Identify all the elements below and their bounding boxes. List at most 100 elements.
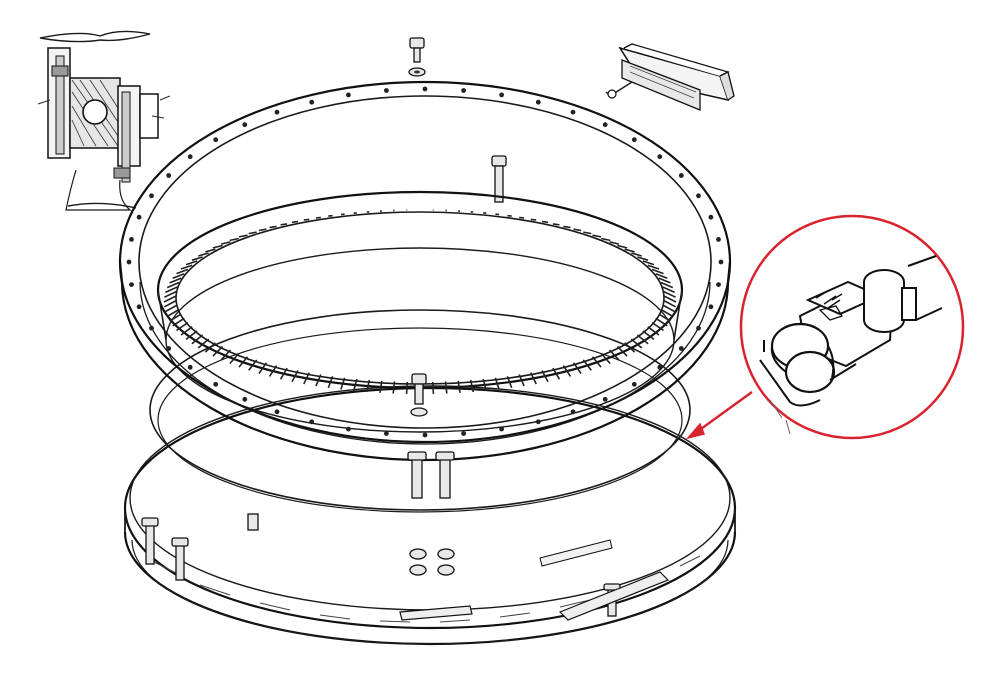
bolt-hole: [678, 173, 684, 178]
gear-tooth: [662, 304, 675, 313]
gear-tooth: [392, 381, 396, 394]
bolt-hole: [602, 122, 608, 128]
bolt-hole: [129, 282, 134, 287]
gear-tooth: [444, 381, 448, 394]
gear-tooth: [655, 272, 668, 279]
outer-ring: [118, 80, 732, 462]
gear-tooth: [205, 248, 216, 253]
gear-tooth: [169, 277, 182, 284]
bolt-hole: [499, 92, 504, 98]
gear-tooth: [379, 380, 383, 394]
gear-tooth: [303, 218, 310, 221]
gear-tooth: [469, 379, 474, 393]
gear-tooth: [303, 372, 310, 385]
bolt-hole: [242, 122, 248, 128]
gear-tooth: [591, 356, 602, 368]
gear-tooth: [660, 308, 674, 318]
bolt-hole: [422, 432, 428, 438]
bolt-hole: [631, 137, 637, 143]
bolt-hole: [570, 109, 576, 115]
gear-tooth: [191, 256, 203, 261]
bolt-hole: [716, 282, 721, 287]
gear-tooth: [609, 349, 620, 361]
gear-tooth: [166, 281, 180, 289]
bolt-hole: [213, 381, 219, 387]
gear-tooth: [601, 237, 611, 242]
bolt-hole: [136, 304, 142, 310]
gear-tooth: [592, 234, 602, 238]
gear-tooth: [176, 268, 189, 275]
gear-tooth: [165, 286, 178, 294]
bolt-hole: [696, 325, 701, 331]
gear-tooth: [164, 299, 177, 308]
gear-tooth: [220, 241, 231, 245]
gear-tooth: [169, 313, 182, 322]
bolt-hole: [631, 381, 637, 387]
gear-tooth: [617, 244, 628, 249]
gear-tooth: [176, 321, 189, 332]
gear-tooth: [248, 231, 257, 235]
gear-tooth: [660, 281, 674, 289]
gear-tooth: [366, 379, 371, 393]
gear-tooth: [647, 326, 660, 336]
gear-tooth: [530, 372, 537, 385]
bolt-hole: [129, 237, 134, 242]
gear-tooth: [352, 378, 358, 392]
gear-tooth: [609, 241, 620, 245]
gear-tooth: [248, 359, 258, 371]
gear-tooth: [552, 223, 560, 226]
bolt-hole: [535, 419, 541, 425]
gear-tooth: [432, 381, 435, 394]
gear-tooth: [163, 295, 177, 303]
gear-tooth: [651, 268, 664, 275]
bolt-hole: [657, 154, 663, 160]
bolt-hole: [309, 99, 315, 105]
bolt-hole: [187, 154, 193, 160]
gear-tooth: [655, 317, 668, 327]
gear-tooth: [238, 356, 249, 368]
gear-tooth: [541, 220, 549, 224]
seal-strip-icon: [605, 43, 735, 111]
gear-tooth: [519, 216, 525, 219]
gear-tooth: [624, 248, 635, 253]
bolt-hole: [166, 346, 172, 351]
magnifier-callout-icon: [685, 214, 965, 440]
gear-tooth: [572, 362, 582, 374]
stud-bolt-pair: [407, 451, 455, 499]
bolt-hole: [696, 193, 701, 199]
bolt-hole: [242, 396, 248, 402]
gear-tooth: [212, 244, 223, 249]
gear-tooth: [647, 264, 660, 270]
gear-tooth: [600, 352, 611, 365]
gear-tooth: [198, 252, 209, 257]
gear-tooth: [642, 330, 655, 341]
bolt-hole: [136, 214, 142, 220]
gear-tooth: [269, 225, 277, 229]
gear-tooth: [340, 377, 346, 390]
gear-tooth: [563, 225, 571, 229]
gear-tooth: [220, 349, 231, 361]
gear-tooth: [582, 359, 592, 371]
gear-tooth: [258, 362, 268, 374]
gear-tooth: [197, 338, 210, 349]
gear-tooth: [616, 345, 628, 357]
gear-tooth: [172, 272, 185, 279]
gear-tooth: [212, 345, 224, 357]
gear-tooth: [229, 352, 240, 365]
gear-tooth: [327, 376, 334, 389]
bolt-hole: [149, 193, 154, 199]
gear-tooth: [642, 260, 655, 266]
gear-tooth: [663, 290, 676, 298]
cross-section-icon: [37, 30, 171, 211]
bolt-hole: [384, 431, 389, 436]
gear-tooth: [658, 277, 671, 284]
gear-tooth: [280, 223, 288, 226]
center-bolt-icon: [410, 373, 428, 417]
bolt-hole: [535, 99, 541, 105]
gear-tooth: [279, 367, 288, 380]
gear-tooth: [172, 317, 185, 327]
bolt-hole: [346, 426, 351, 432]
bolt-hole: [657, 364, 663, 370]
gear-tooth: [494, 377, 500, 390]
